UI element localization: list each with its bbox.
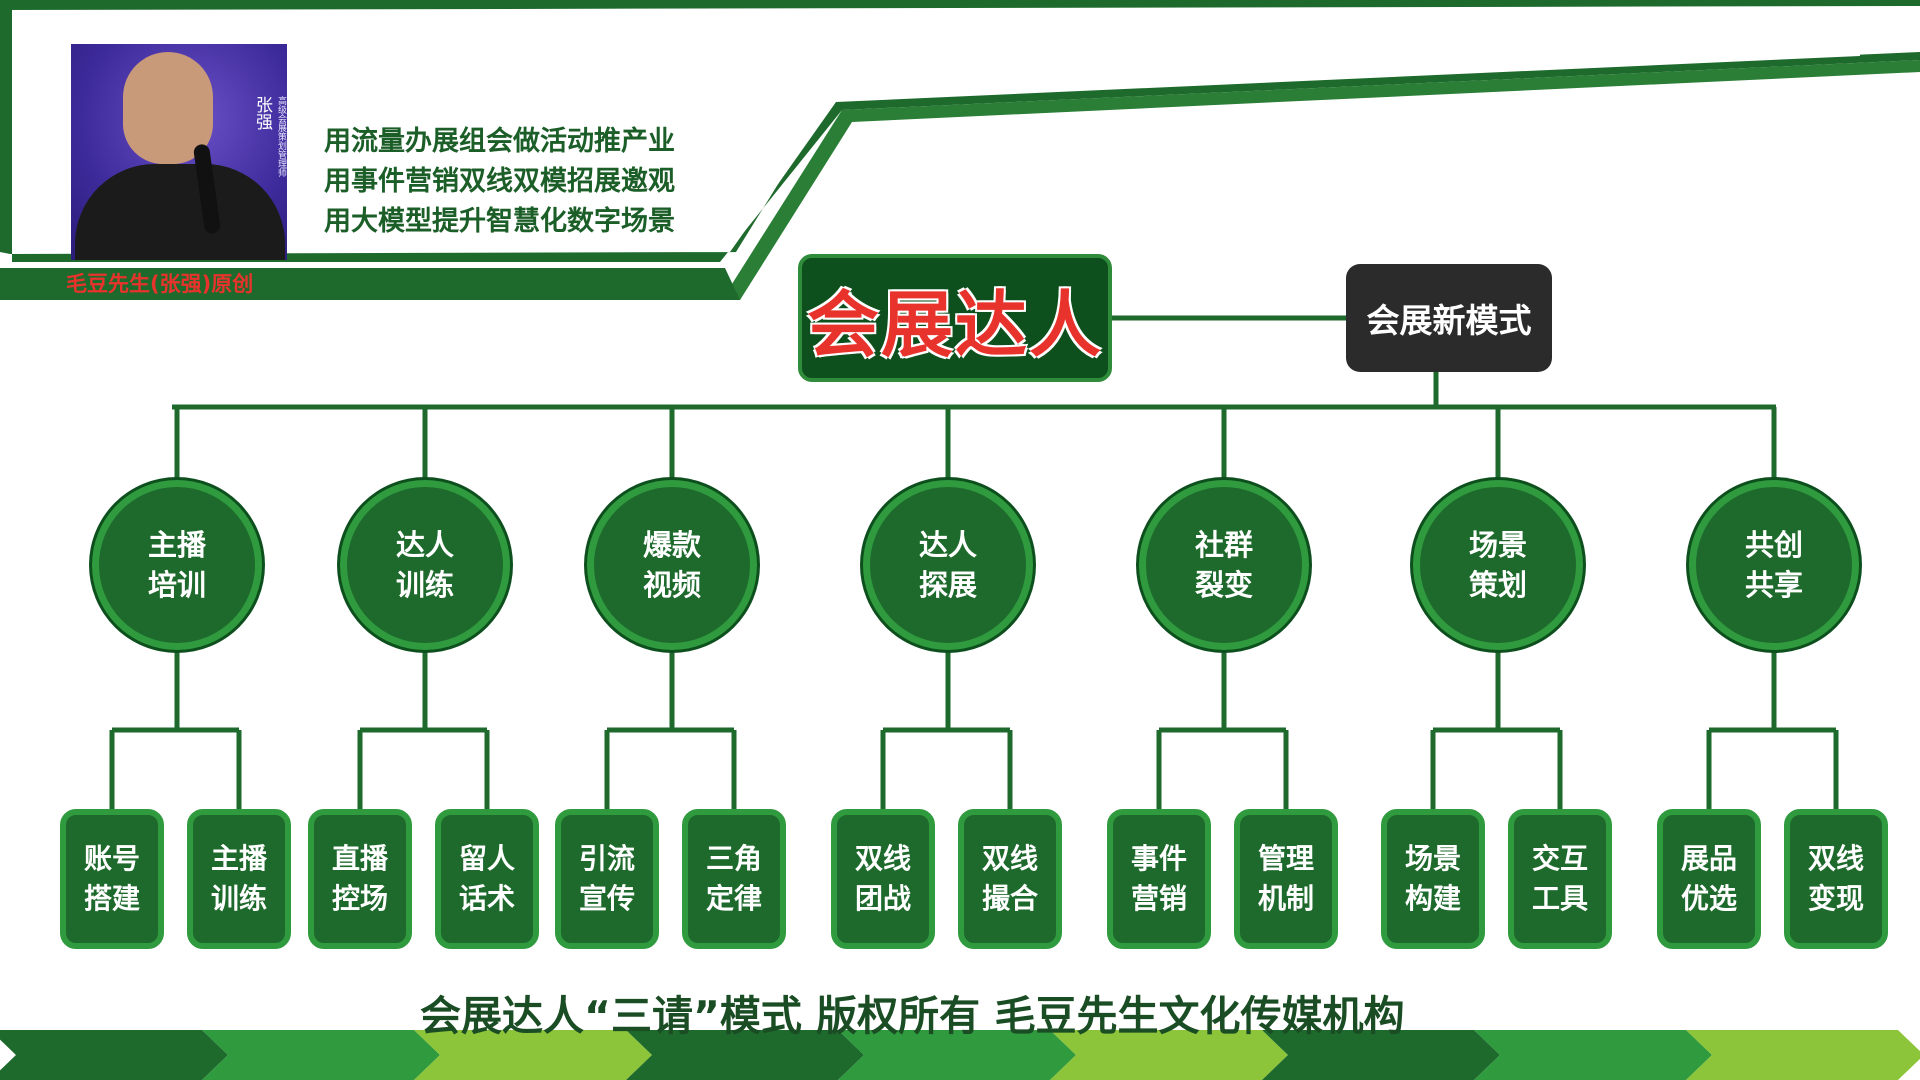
category-node: 社群裂变 bbox=[1139, 480, 1309, 650]
leaf-node: 展品优选 bbox=[1657, 809, 1761, 949]
leaf-label: 三角定律 bbox=[705, 842, 762, 915]
left-green-base bbox=[0, 268, 740, 300]
category-label: 共创共享 bbox=[1744, 528, 1803, 602]
category-label: 场景策划 bbox=[1468, 528, 1527, 602]
leaf-label: 事件营销 bbox=[1130, 842, 1187, 915]
leaf-label: 交互工具 bbox=[1531, 842, 1588, 915]
category-node: 达人训练 bbox=[340, 480, 510, 650]
diagram-subtitle: 会展新模式 bbox=[1346, 264, 1552, 372]
category-label: 达人训练 bbox=[395, 528, 454, 602]
leaf-label: 引流宣传 bbox=[578, 842, 635, 915]
leaf-node: 账号搭建 bbox=[60, 809, 164, 949]
leaf-label: 场景构建 bbox=[1404, 842, 1461, 915]
category-node: 主播培训 bbox=[92, 480, 262, 650]
footer-chevron bbox=[626, 1030, 864, 1080]
leaf-node: 事件营销 bbox=[1107, 809, 1211, 949]
leaf-node: 主播训练 bbox=[187, 809, 291, 949]
leaf-label: 双线团战 bbox=[854, 842, 911, 915]
presenter-body bbox=[75, 164, 285, 260]
footer-chevron bbox=[1262, 1030, 1500, 1080]
category-label: 爆款视频 bbox=[642, 528, 701, 602]
leaf-label: 展品优选 bbox=[1680, 842, 1737, 915]
slogan-line: 用事件营销双线双模招展邀观 bbox=[324, 166, 675, 197]
bottom-chevron-band bbox=[0, 1030, 1920, 1080]
presenter-photo: 张强 高级会展策划管理师 bbox=[71, 44, 287, 260]
leaf-label: 留人话术 bbox=[458, 842, 515, 915]
footer-chevron bbox=[1050, 1030, 1288, 1080]
leaf-node: 双线变现 bbox=[1784, 809, 1888, 949]
leaf-node: 交互工具 bbox=[1508, 809, 1612, 949]
footer-chevron bbox=[838, 1030, 1076, 1080]
category-label: 社群裂变 bbox=[1194, 528, 1253, 602]
leaf-label: 管理机制 bbox=[1257, 842, 1314, 915]
white-card bbox=[12, 12, 1860, 252]
author-credit: 毛豆先生(张强)原创 bbox=[66, 272, 254, 296]
top-stripe bbox=[0, 0, 1920, 10]
category-node: 共创共享 bbox=[1689, 480, 1859, 650]
leaf-node: 双线团战 bbox=[831, 809, 935, 949]
leaf-label: 直播控场 bbox=[331, 842, 388, 915]
slogan-list: 用流量办展组会做活动推产业 用事件营销双线双模招展邀观 用大模型提升智慧化数字场… bbox=[324, 122, 744, 242]
leaf-node: 留人话术 bbox=[435, 809, 539, 949]
footer-chevron bbox=[414, 1030, 652, 1080]
leaf-node: 引流宣传 bbox=[555, 809, 659, 949]
category-node: 达人探展 bbox=[863, 480, 1033, 650]
leaf-node: 双线撮合 bbox=[958, 809, 1062, 949]
category-label: 达人探展 bbox=[918, 528, 977, 602]
footer-chevron bbox=[0, 1030, 228, 1080]
slogan-line: 用大模型提升智慧化数字场景 bbox=[324, 206, 675, 237]
footer-chevron bbox=[1686, 1030, 1920, 1080]
leaf-label: 双线变现 bbox=[1807, 842, 1864, 915]
presenter-role: 高级会展策划管理师 bbox=[276, 96, 286, 177]
category-label: 主播培训 bbox=[147, 528, 206, 602]
category-node: 场景策划 bbox=[1413, 480, 1583, 650]
presenter-name: 张强 bbox=[252, 96, 272, 130]
leaf-label: 账号搭建 bbox=[83, 842, 140, 915]
category-node: 爆款视频 bbox=[587, 480, 757, 650]
leaf-node: 场景构建 bbox=[1381, 809, 1485, 949]
leaf-label: 双线撮合 bbox=[981, 842, 1038, 915]
leaf-node: 管理机制 bbox=[1234, 809, 1338, 949]
footer-chevron bbox=[1474, 1030, 1712, 1080]
leaf-node: 三角定律 bbox=[682, 809, 786, 949]
diagram-title: 会展达人 bbox=[798, 254, 1112, 382]
footer-chevron bbox=[202, 1030, 440, 1080]
footer-copyright: 会展达人“三请”模式 版权所有 毛豆先生文化传媒机构 bbox=[420, 992, 1405, 1040]
leaf-label: 主播训练 bbox=[210, 842, 267, 915]
slogan-line: 用流量办展组会做活动推产业 bbox=[324, 126, 675, 157]
leaf-node: 直播控场 bbox=[308, 809, 412, 949]
